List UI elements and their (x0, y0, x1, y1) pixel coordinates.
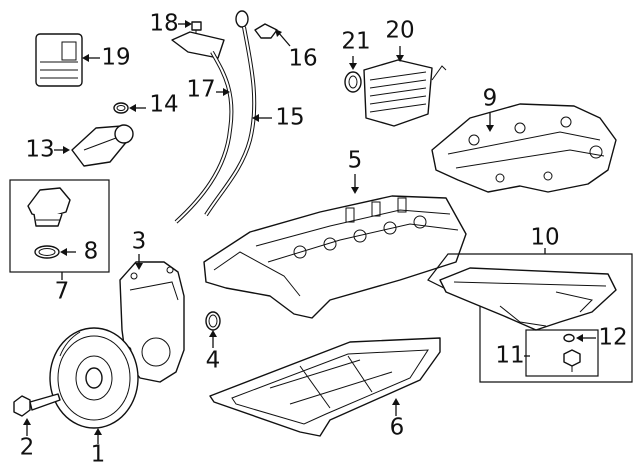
part-15-dipstick (204, 10, 257, 217)
callout-15: 15 (275, 104, 305, 131)
callout-13: 13 (25, 136, 55, 163)
callout-18: 18 (149, 10, 179, 37)
part-4-seal (205, 311, 221, 331)
callout-21: 21 (341, 28, 371, 55)
part-16-clip (254, 23, 278, 39)
callout-4: 4 (205, 347, 221, 374)
part-14-o-ring (113, 102, 129, 114)
part-12-washer (563, 333, 575, 343)
part-1-balancer (49, 327, 139, 429)
callout-16: 16 (288, 45, 318, 72)
part-17-dipstick-tube (171, 31, 234, 224)
part-7-8-filler-cap-group (9, 179, 110, 273)
part-13-valve-housing (71, 124, 134, 167)
part-5-cylinder-head (203, 195, 467, 319)
callout-19: 19 (101, 44, 131, 71)
callout-17: 17 (186, 76, 216, 103)
part-11-drain-plug (563, 349, 581, 372)
callout-10: 10 (530, 224, 560, 251)
callout-9: 9 (482, 85, 498, 112)
callout-5: 5 (347, 147, 363, 174)
callout-6: 6 (389, 414, 405, 441)
part-9-intake-manifold (431, 103, 617, 193)
callout-11: 11 (495, 342, 525, 369)
leader-lines (23, 20, 596, 444)
part-10-11-12-oil-pan-group (427, 253, 633, 383)
part-6-oil-pan-gasket (209, 337, 441, 437)
part-21-seal (344, 71, 362, 93)
part-19-control-module (35, 33, 83, 87)
callout-8: 8 (83, 238, 99, 265)
part-2-bolt (13, 393, 61, 417)
callout-3: 3 (131, 228, 147, 255)
callout-20: 20 (385, 17, 415, 44)
callout-1: 1 (90, 441, 106, 468)
callout-7: 7 (54, 278, 70, 305)
callout-2: 2 (19, 434, 35, 461)
callout-12: 12 (598, 324, 628, 351)
part-20-oil-cooler (363, 59, 447, 127)
callout-14: 14 (149, 91, 179, 118)
